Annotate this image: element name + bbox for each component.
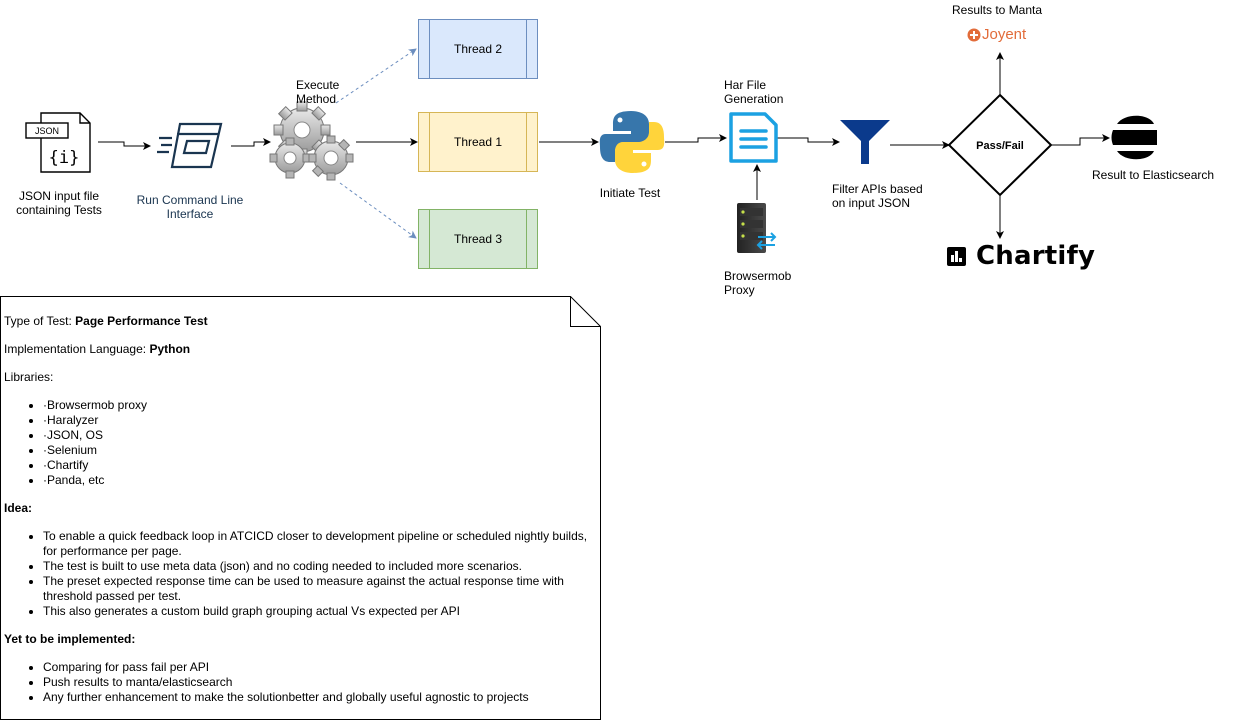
json-glyph-text: {i} — [49, 148, 80, 168]
idea-heading: Idea: — [4, 501, 33, 515]
list-item: Comparing for pass fail per API — [43, 660, 598, 675]
edge-python-to-har — [665, 134, 727, 143]
chartify-logo-icon — [947, 247, 966, 266]
joyent-logo-text: Joyent — [982, 26, 1027, 43]
note-shape — [0, 296, 601, 720]
edge-cli-to-exec — [231, 138, 271, 147]
edge-exec-to-thread2 — [335, 48, 417, 104]
list-item: ·Panda, etc — [43, 473, 598, 488]
list-item: To enable a quick feedback loop in ATCIC… — [43, 529, 598, 559]
pass-fail-label: Pass/Fail — [976, 140, 1024, 152]
libraries-list: ·Browsermob proxy ·Haralyzer ·JSON, OS ·… — [4, 398, 598, 488]
json-tag-text: JSON — [35, 126, 59, 136]
thread-3-label: Thread 3 — [453, 232, 503, 246]
list-item: Any further enhancement to make the solu… — [43, 690, 598, 705]
funnel-icon — [840, 120, 890, 164]
todo-list: Comparing for pass fail per API Push res… — [4, 660, 598, 705]
server-icon — [737, 203, 777, 253]
thread-2-box: Thread 2 — [418, 19, 538, 79]
list-item: ·JSON, OS — [43, 428, 598, 443]
connectors — [98, 52, 1110, 239]
language-line: Implementation Language: Python — [4, 342, 191, 356]
chartify-logo-text: Chartify — [976, 241, 1096, 271]
list-item: ·Selenium — [43, 443, 598, 458]
note-body: Type of Test: Page Performance Test Impl… — [4, 314, 598, 718]
results-to-manta-label: Results to Manta — [952, 3, 1043, 17]
libraries-heading: Libraries: — [4, 370, 54, 384]
edge-json-to-cli — [98, 141, 151, 150]
list-item: Push results to manta/elasticsearch — [43, 675, 598, 690]
edge-har-to-filter — [777, 137, 840, 146]
list-item: The preset expected response time can be… — [43, 574, 598, 604]
document-icon — [729, 112, 778, 163]
todo-heading: Yet to be implemented: — [4, 632, 136, 646]
list-item: This also generates a custom build graph… — [43, 604, 598, 619]
initiate-test-label: Initiate Test — [599, 186, 661, 200]
thread-3-box: Thread 3 — [418, 209, 538, 269]
ideas-list: To enable a quick feedback loop in ATCIC… — [4, 529, 598, 619]
joyent-logo-icon — [967, 28, 981, 42]
list-item: ·Haralyzer — [43, 413, 598, 428]
note-fold — [570, 296, 601, 327]
test-type-line: Type of Test: Page Performance Test — [4, 314, 208, 328]
thread-2-label: Thread 2 — [453, 42, 503, 56]
description-note: Type of Test: Page Performance Test Impl… — [0, 296, 601, 720]
json-file-icon: JSON {i} — [25, 112, 91, 173]
thread-1-box: Thread 1 — [418, 112, 538, 172]
result-to-elasticsearch-label: Result to Elasticsearch — [1092, 168, 1215, 182]
list-item: ·Chartify — [43, 458, 598, 473]
edge-exec-to-thread3 — [339, 182, 417, 239]
dashed-connectors — [335, 48, 417, 239]
decision-diamond — [947, 93, 1053, 197]
list-item: The test is built to use meta data (json… — [43, 559, 598, 574]
gears-icon — [269, 101, 354, 181]
thread-1-label: Thread 1 — [453, 135, 503, 149]
python-logo-icon — [599, 111, 665, 173]
elasticsearch-logo-icon — [1111, 115, 1157, 160]
list-item: ·Browsermob proxy — [43, 398, 598, 413]
edge-decision-to-elastic — [1051, 134, 1110, 146]
cli-window-icon — [157, 122, 223, 169]
